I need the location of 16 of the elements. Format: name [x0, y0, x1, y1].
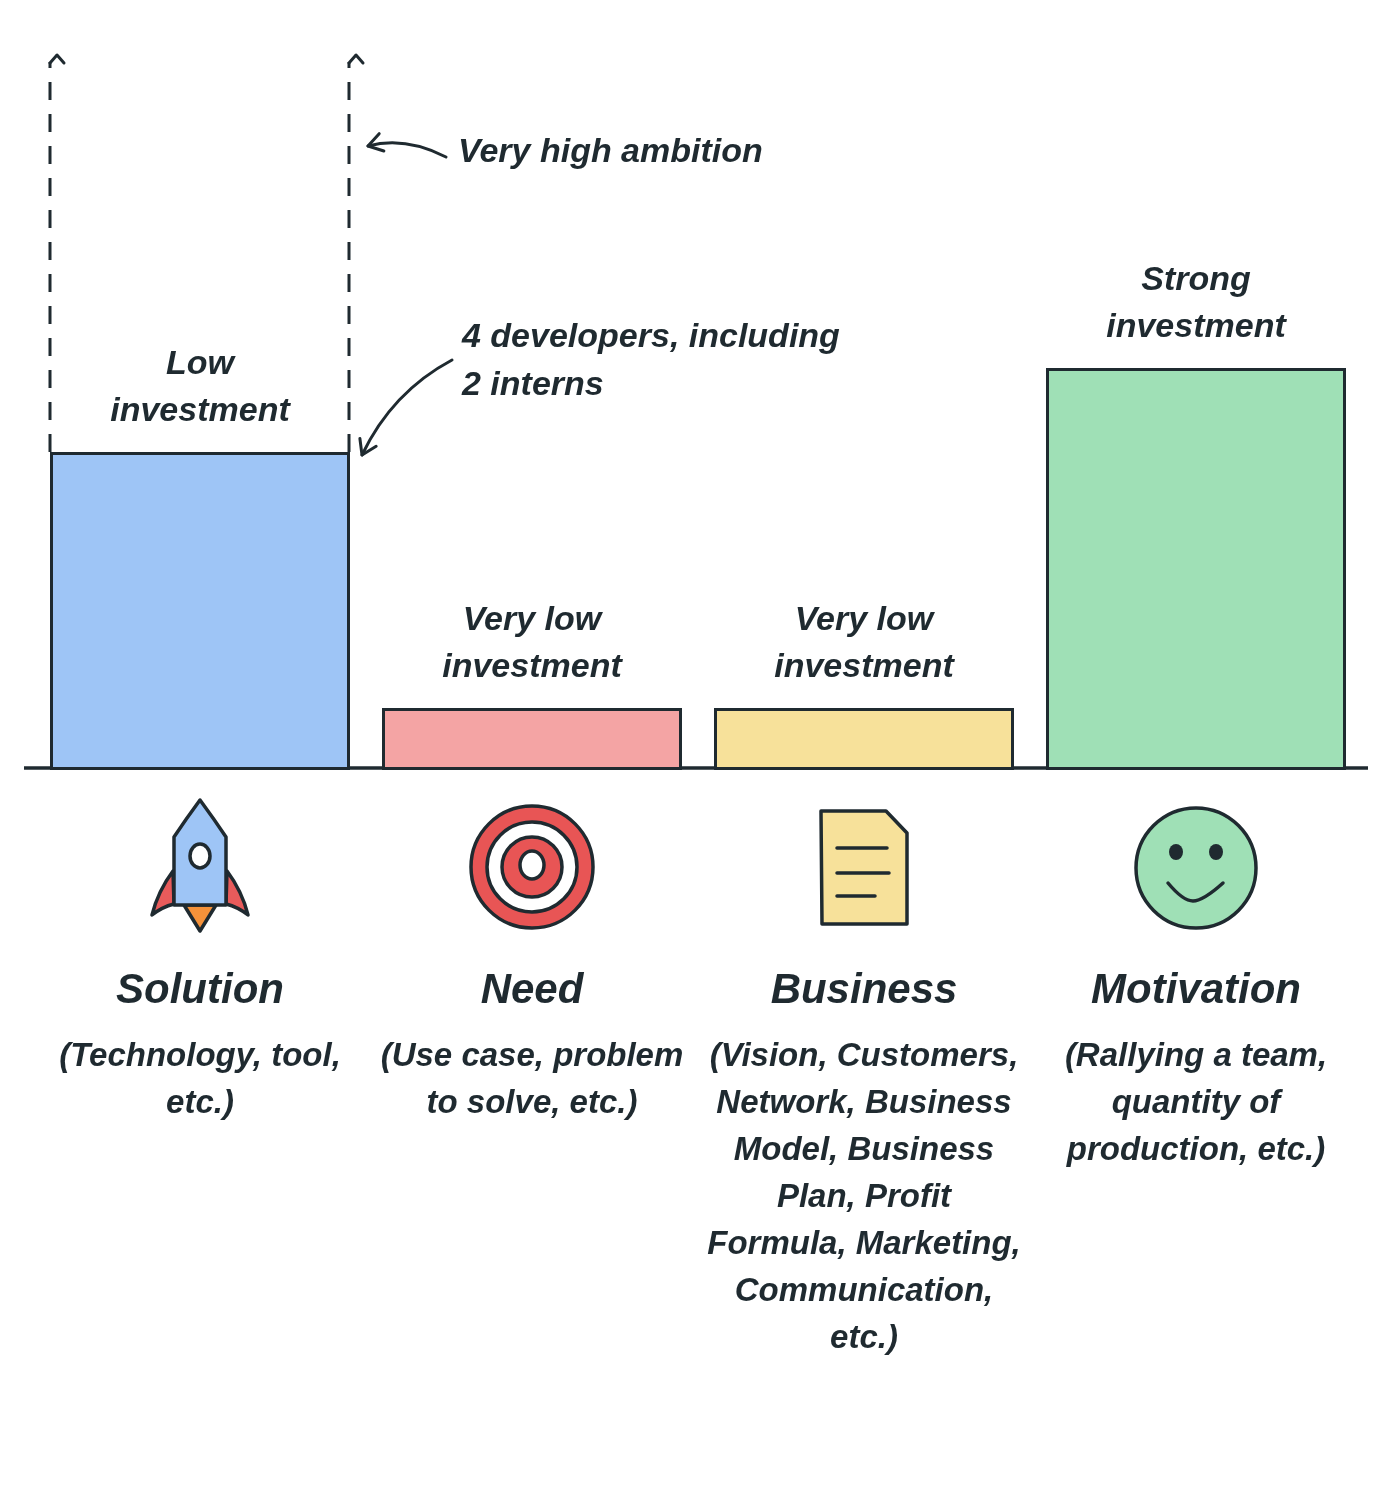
- category-description: (Technology, tool, etc.): [58, 1035, 342, 1122]
- category-title: Business: [769, 964, 959, 1014]
- category-description: (Use case, problem to solve, etc.): [379, 1035, 685, 1122]
- category-title: Motivation: [1090, 964, 1302, 1014]
- bar-label: Low investment: [109, 342, 292, 430]
- category-title: Need: [479, 964, 585, 1014]
- leader-arrow: [358, 358, 454, 457]
- leader-arrow: [366, 132, 448, 159]
- bar-label: Very low investment: [441, 598, 624, 686]
- annotation-text: Very high ambition: [458, 126, 838, 174]
- annotation-text: 4 developers, including 2 interns: [462, 311, 862, 407]
- category-description: (Vision, Customers, Network, Business Model, Business Plan, Profit Formula, Marketing, Communication, etc.): [706, 1035, 1022, 1357]
- category-description: (Rallying a team, quantity of production, etc.): [1063, 1035, 1329, 1169]
- category-title: Solution: [115, 964, 285, 1014]
- bar-label: Very low investment: [773, 598, 956, 686]
- bar-label: Strong investment: [1105, 258, 1288, 346]
